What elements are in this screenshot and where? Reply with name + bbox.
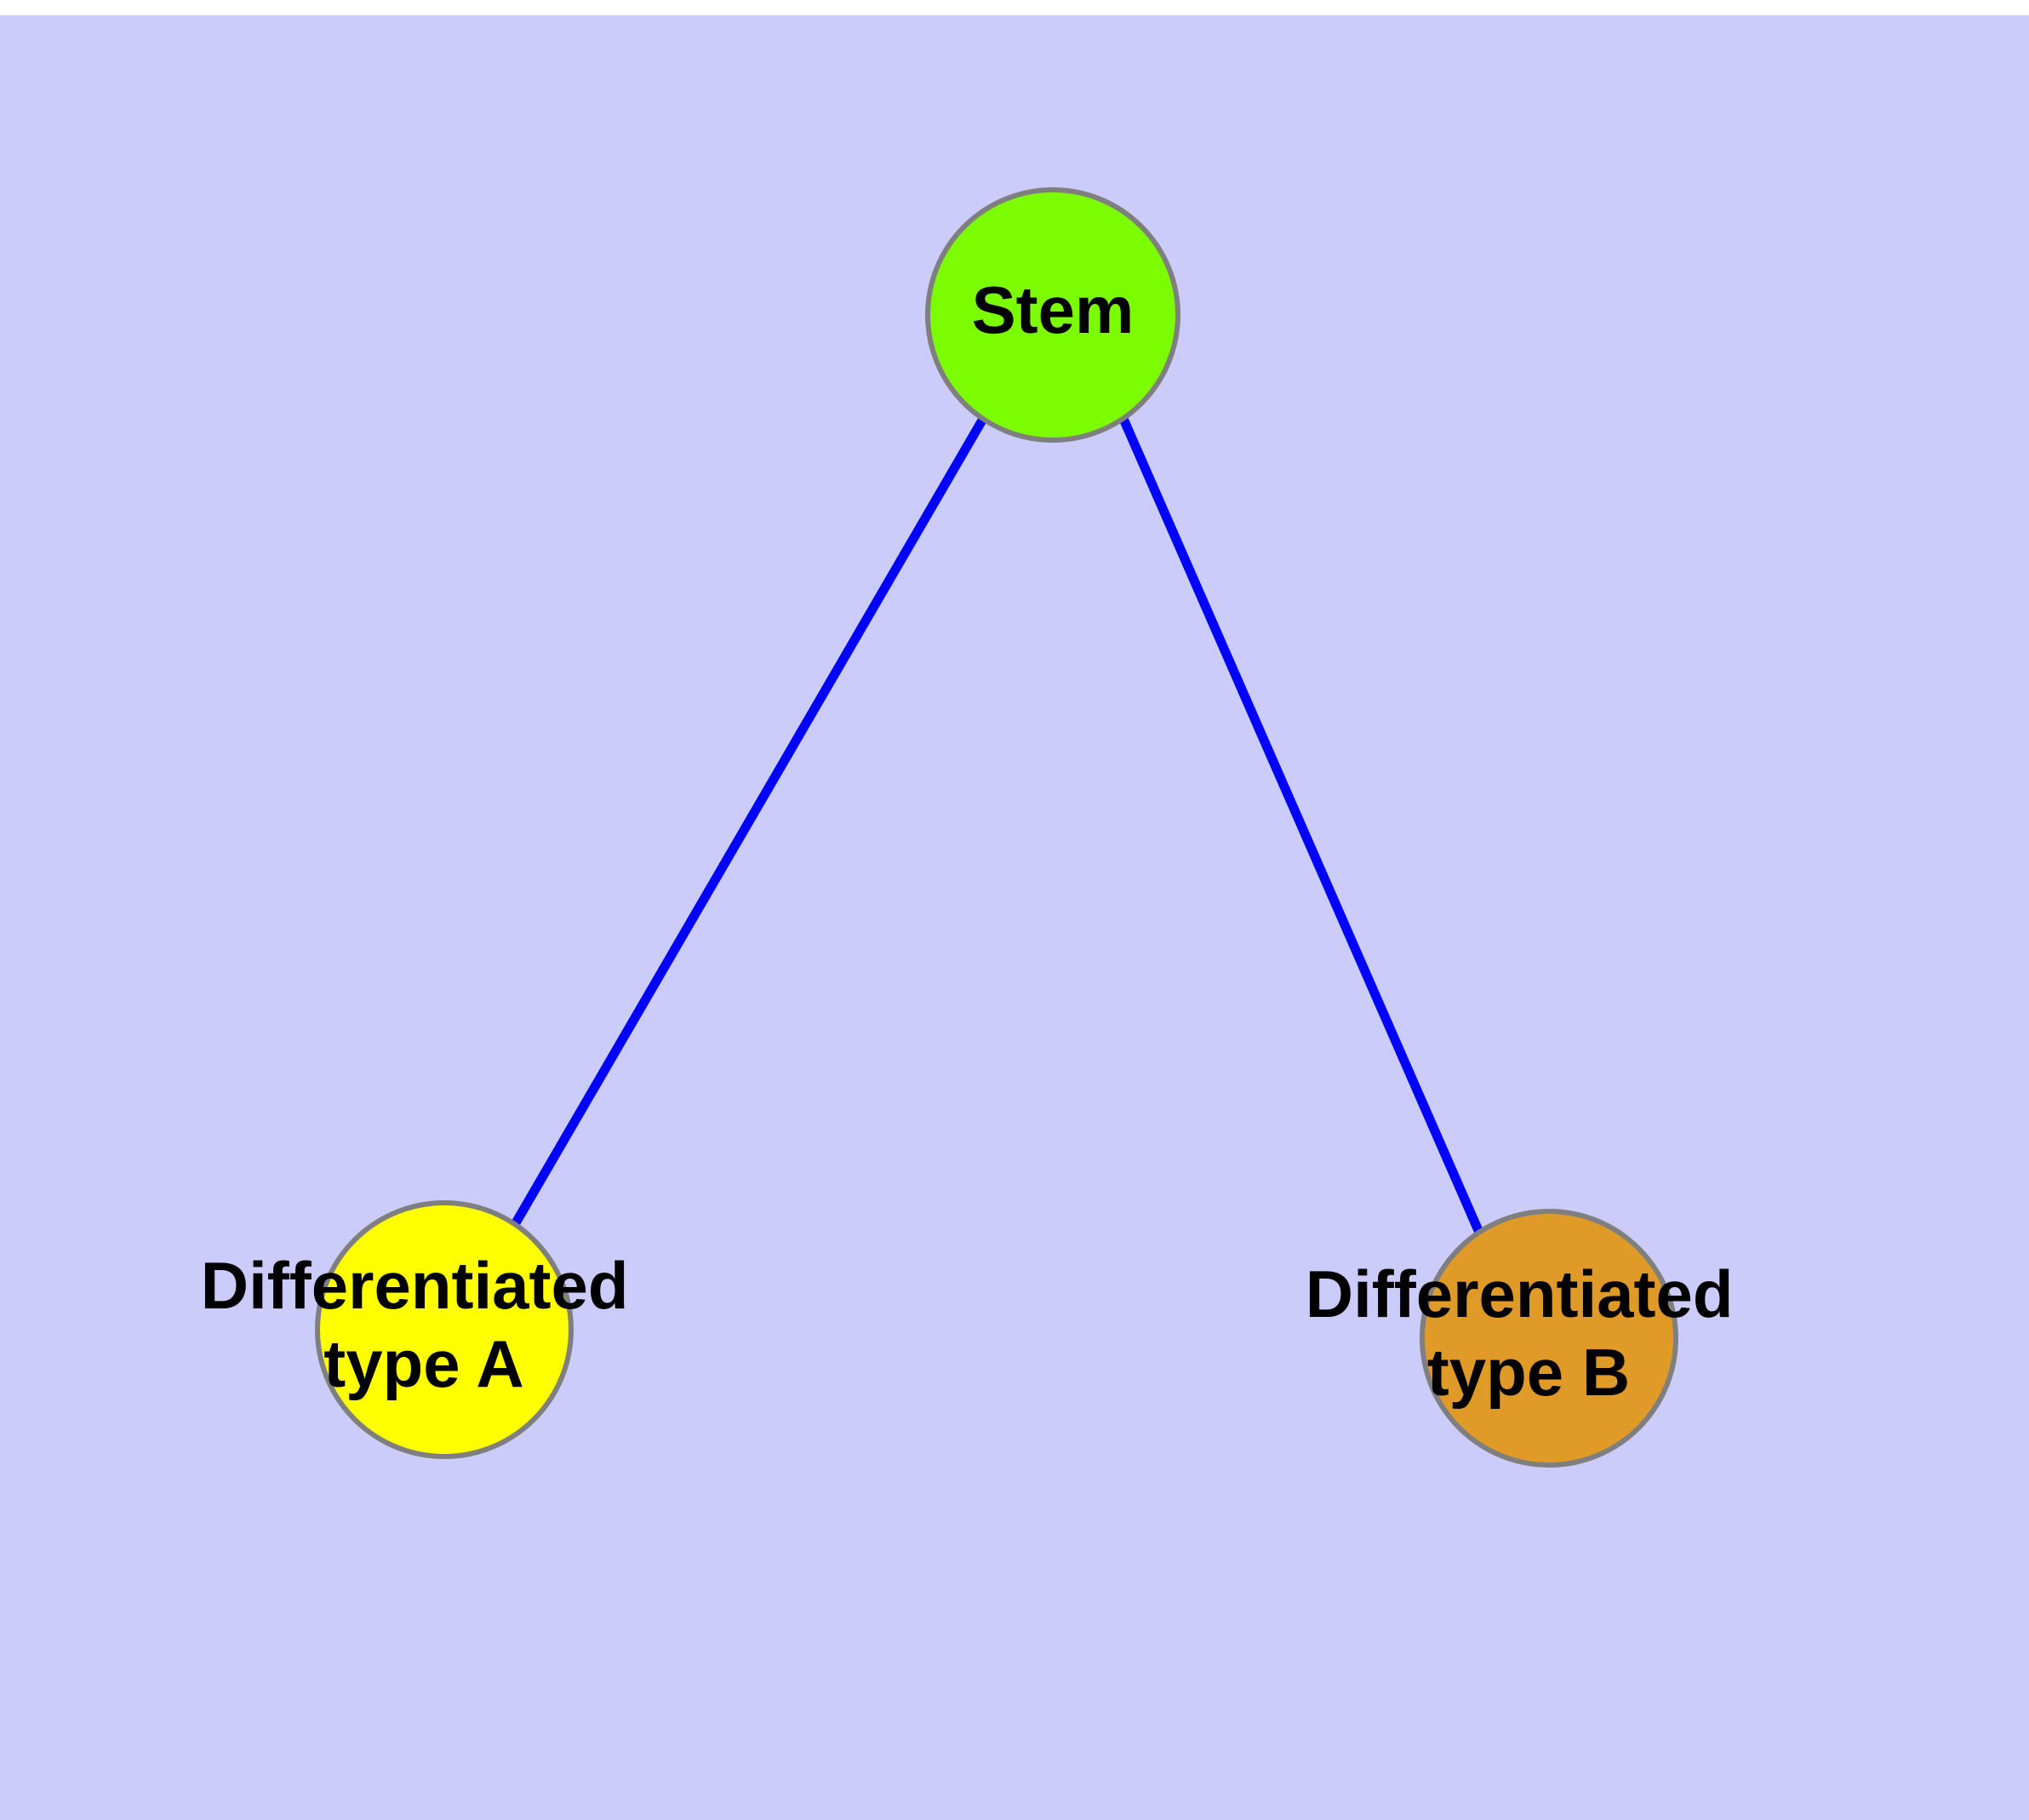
node-circle-differentiated-type-b[interactable] [1420,1209,1678,1468]
node-label-stem: Stem [972,272,1135,347]
node-differentiated-type-a[interactable]: Differentiated type A [201,1200,647,1459]
nodes-group: Stem Differentiated type A Differentiate… [201,187,1752,1468]
node-label-type-a-line1: Differentiated [201,1248,629,1323]
node-label-differentiated-type-b: Differentiated type B [1306,1256,1752,1410]
node-circle-stem[interactable] [925,187,1180,443]
edges-group [510,416,1485,1237]
node-label-stem-line1: Stem [972,272,1135,347]
node-differentiated-type-b[interactable]: Differentiated type B [1306,1209,1752,1468]
node-stem[interactable]: Stem [925,187,1180,443]
node-circle-differentiated-type-a[interactable] [315,1200,574,1459]
node-label-type-a-line2: type A [323,1326,524,1401]
edge-stem-to-differentiated-type-b[interactable] [1118,416,1485,1237]
node-label-differentiated-type-a: Differentiated type A [201,1248,647,1401]
edge-stem-to-differentiated-type-a[interactable] [510,416,987,1228]
node-label-type-b-line1: Differentiated [1306,1256,1734,1331]
node-label-type-b-line2: type B [1427,1335,1630,1410]
